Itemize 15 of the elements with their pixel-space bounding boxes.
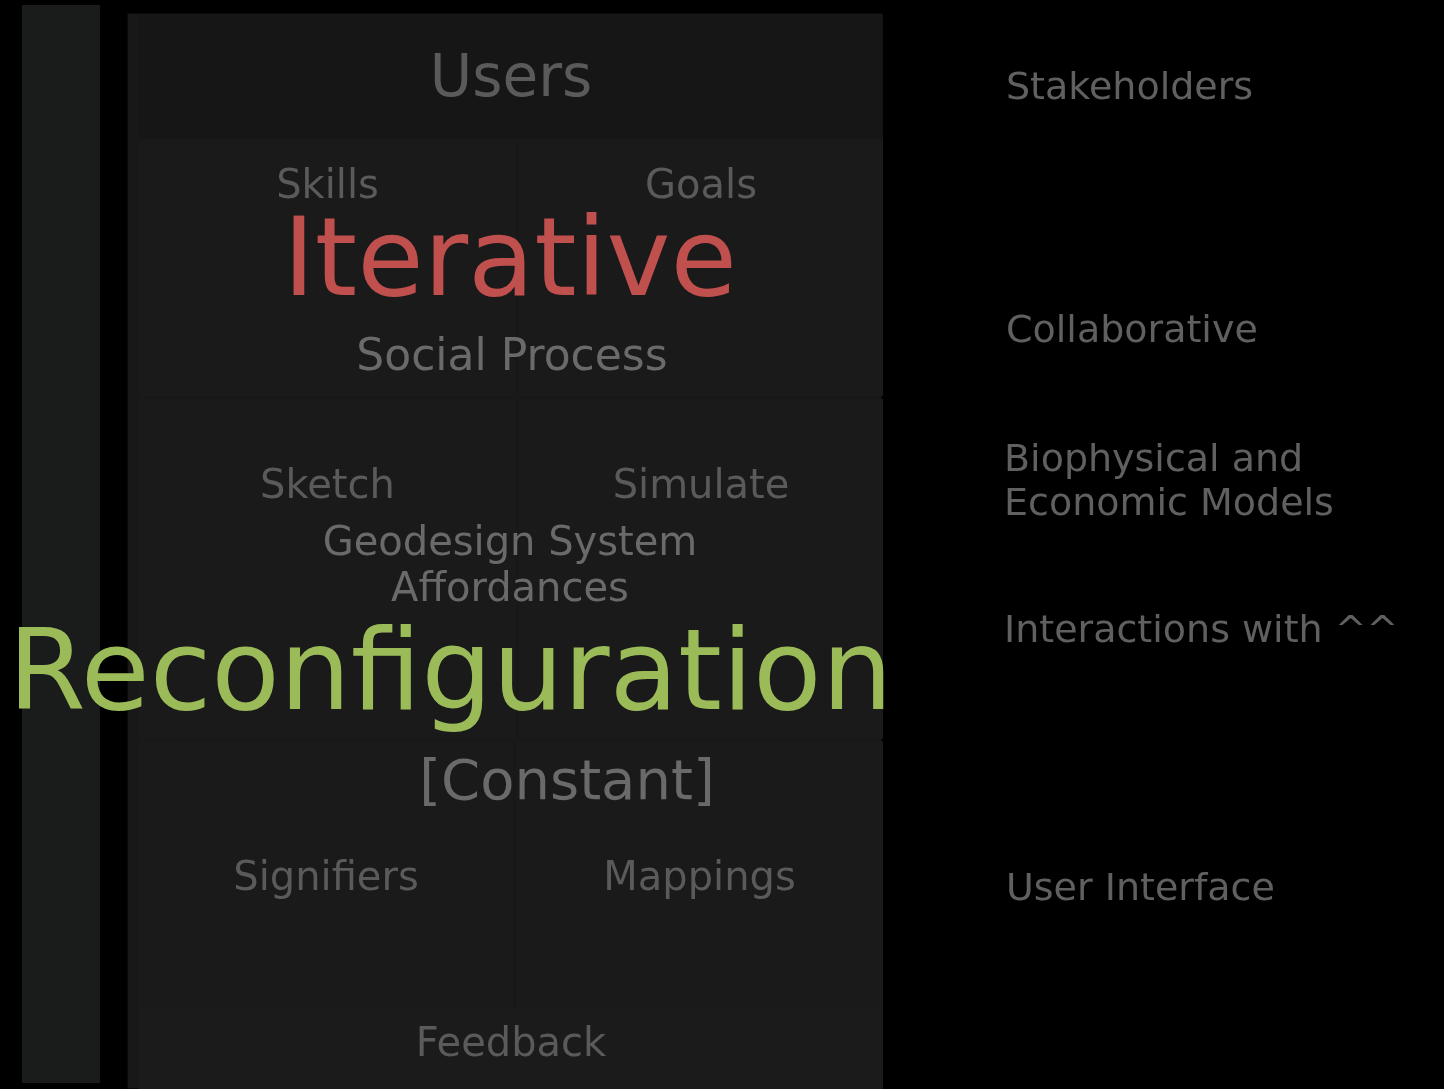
cell-label: Simulate — [612, 461, 790, 507]
side-label: User Interface — [1006, 866, 1275, 910]
cell-label: Mappings — [603, 853, 796, 899]
section-label: Social Process — [356, 330, 668, 381]
side-label: Biophysical and Economic Models — [1004, 437, 1335, 525]
side-label: Stakeholders — [1006, 65, 1254, 109]
cell-label: Feedback — [415, 1019, 607, 1065]
cell-label: Signifiers — [233, 853, 419, 899]
side-label: Collaborative — [1006, 308, 1258, 352]
section-label: [Constant] — [419, 748, 715, 813]
cell-label: Goals — [645, 161, 757, 207]
side-label: Interactions with ^^ — [1004, 608, 1399, 652]
cell-label: Skills — [276, 161, 379, 207]
cell-label: Users — [429, 42, 593, 110]
cell-label: Sketch — [260, 461, 395, 507]
